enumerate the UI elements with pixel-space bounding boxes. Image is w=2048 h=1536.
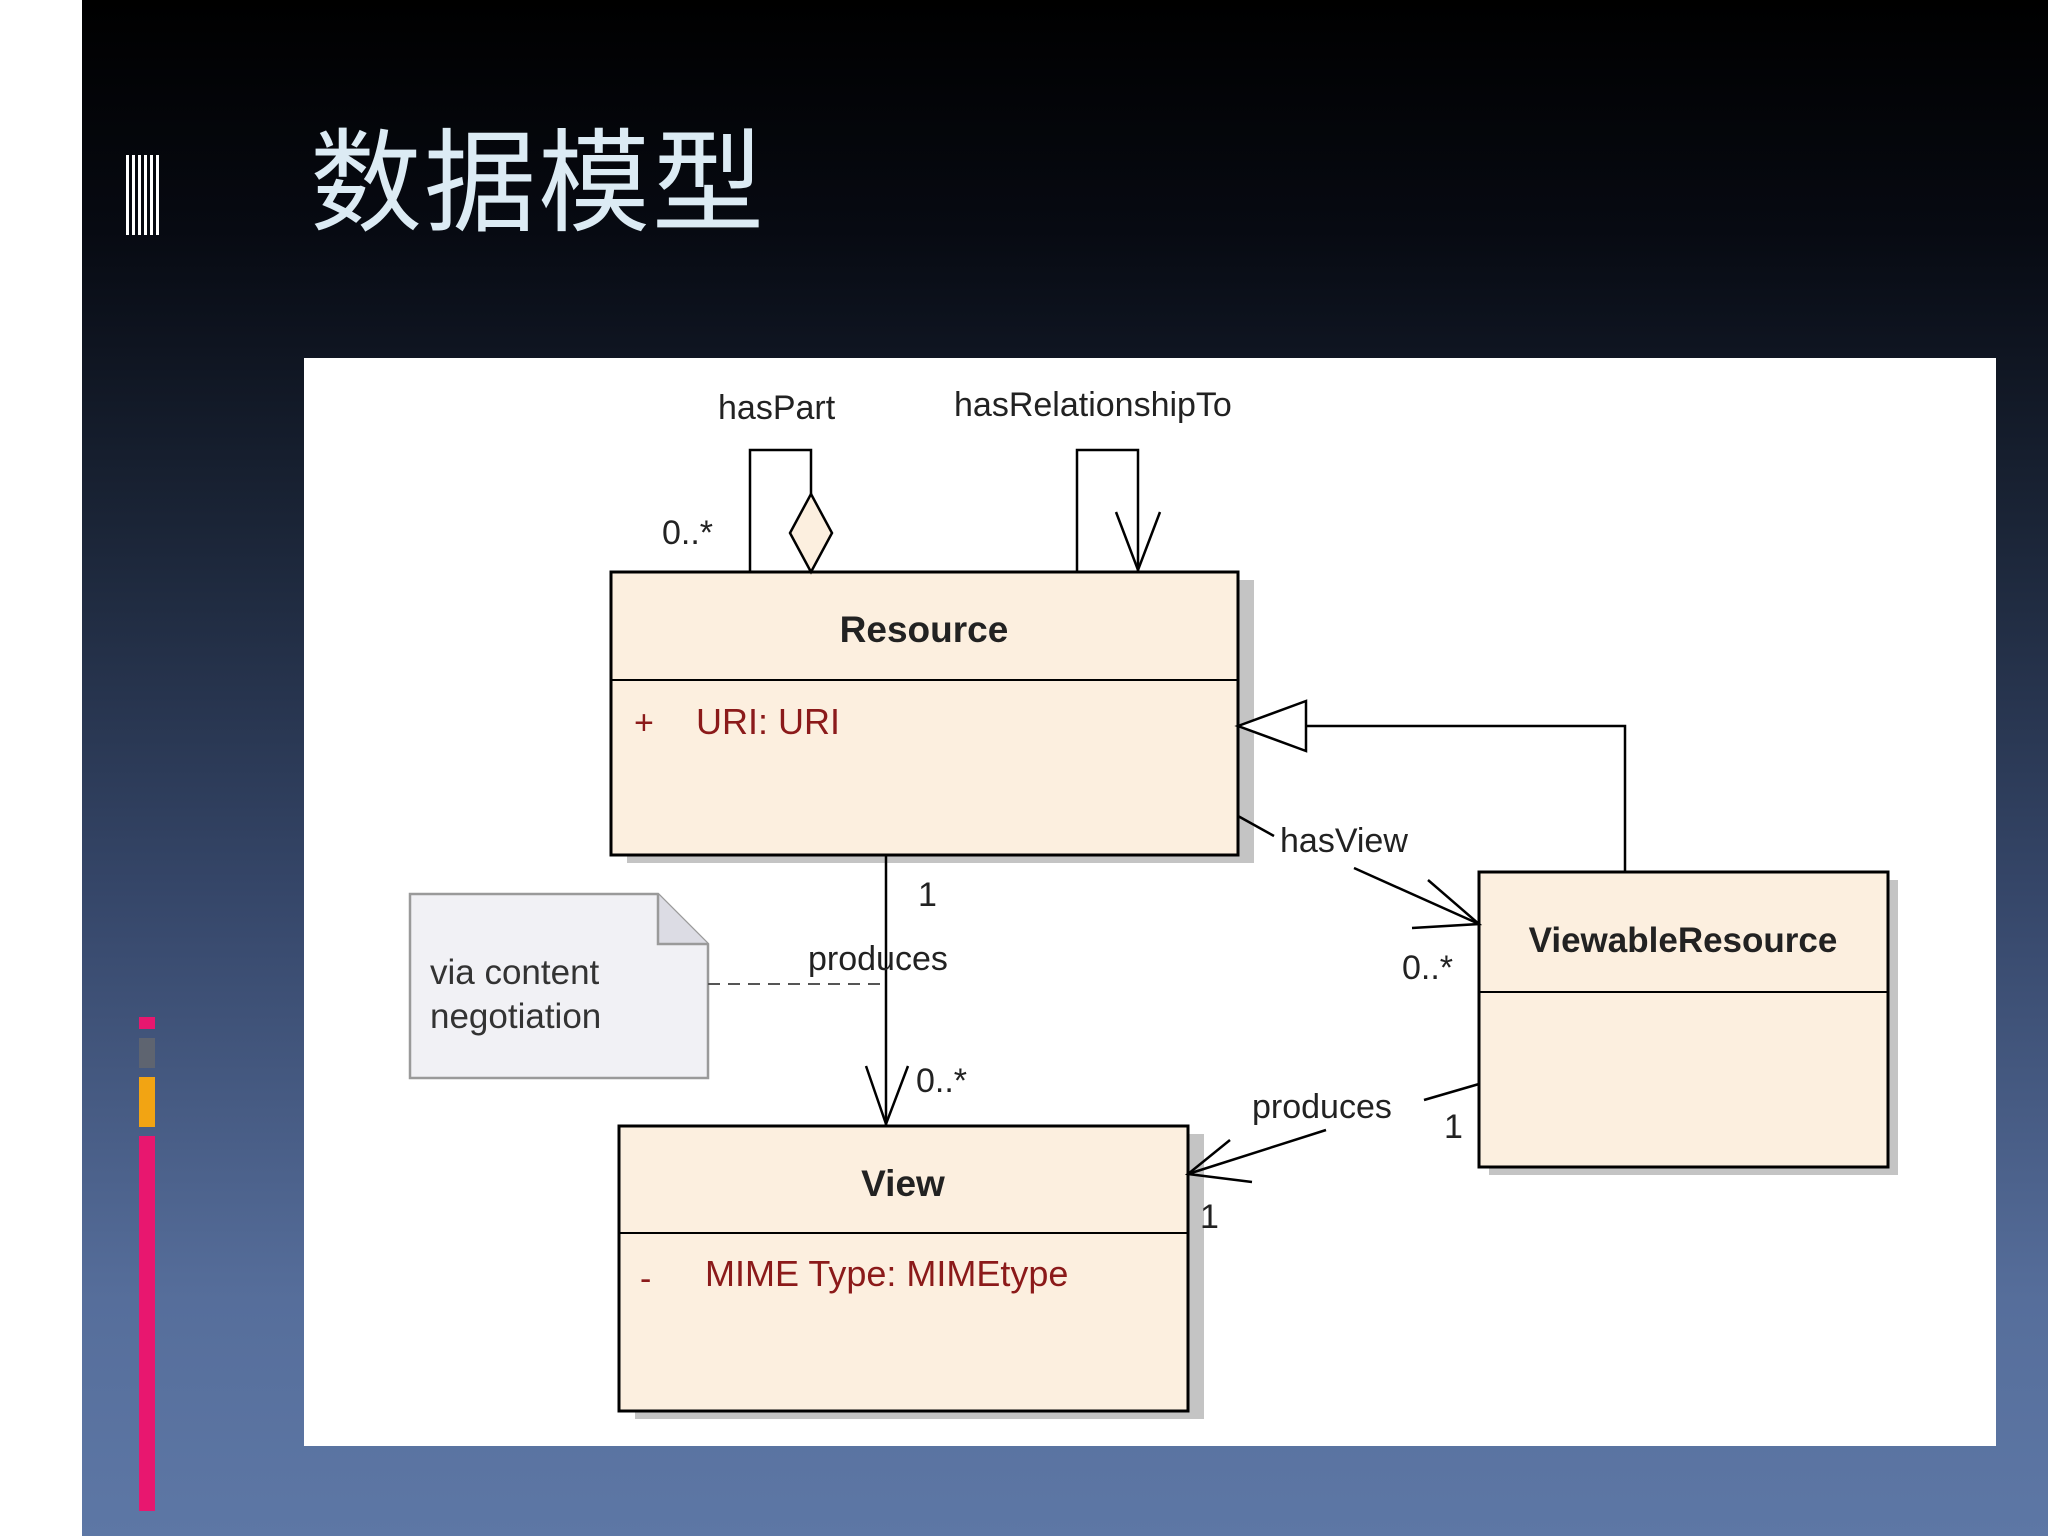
has-view-line-start [1237,814,1275,838]
has-view-multiplicity: 0..* [1402,949,1453,987]
has-view-line-end [1353,866,1480,926]
aggregation-diamond-icon [788,491,834,575]
note-line-2: negotiation [430,997,601,1036]
has-view-label: hasView [1280,822,1408,860]
note-line-1: via content [430,953,600,992]
has-relationship-to-label: hasRelationshipTo [954,386,1232,424]
open-arrowhead-icon [1114,511,1162,574]
generalization-triangle-icon [1234,699,1308,753]
uml-class-diagram: Resource + URI: URI ViewableResource Vie… [408,386,1898,1419]
has-part-multiplicity: 0..* [662,514,713,552]
viewable-produces-association: produces 1 1 [1184,1082,1480,1236]
open-arrowhead-icon [1184,1139,1253,1184]
open-arrowhead-icon [864,1065,910,1128]
note-folded-corner-icon [656,894,708,946]
viewable-produces-target-multiplicity: 1 [1200,1198,1219,1236]
resource-produces-association: 1 produces 0..* [808,855,967,1128]
resource-class: Resource + URI: URI [609,570,1240,857]
resource-produces-source-multiplicity: 1 [918,876,937,914]
decorative-stripes [126,155,163,235]
view-class-name: View [861,1163,945,1204]
slide: 数据模型 Resource + URI: URI ViewableResourc… [82,0,2048,1536]
resource-class-name: Resource [840,609,1009,650]
viewable-resource-class-box [1477,870,1890,1169]
viewable-resource-class-name: ViewableResource [1529,921,1838,960]
generalization-line [1306,724,1627,872]
viewable-produces-label: produces [1252,1088,1392,1126]
has-relationship-to-association: hasRelationshipTo [954,386,1232,574]
accent-bar-red-top [139,1017,155,1029]
has-view-association: hasView 0..* [1237,814,1483,987]
has-part-label: hasPart [718,389,836,427]
has-relationship-to-line [1075,448,1140,572]
view-attr-mime-type: MIME Type: MIMEtype [705,1253,1068,1294]
resource-produces-target-multiplicity: 0..* [916,1062,967,1100]
uml-note: via content negotiation [408,892,884,1080]
viewable-resource-class: ViewableResource [1477,870,1890,1169]
view-attr-visibility: - [640,1260,651,1298]
viewable-produces-line-start [1423,1082,1480,1102]
slide-title: 数据模型 [310,119,766,249]
uml-diagram-panel: Resource + URI: URI ViewableResource Vie… [304,358,1996,1446]
accent-bar-orange [139,1077,155,1127]
open-arrowhead-icon [1411,879,1483,930]
resource-produces-label: produces [808,940,948,978]
accent-bar-red-long [139,1136,155,1511]
accent-bar-gray [139,1038,155,1068]
resource-attr-uri: URI: URI [696,701,840,742]
has-part-association: hasPart 0..* [662,389,836,575]
has-part-line [748,448,813,572]
resource-attr-visibility: + [634,704,654,742]
viewable-produces-line-end [1187,1128,1327,1176]
note-box [408,892,710,1080]
resource-class-box [609,570,1240,857]
view-class: View - MIME Type: MIMEtype [617,1124,1190,1413]
generalization-association [1234,699,1627,872]
view-class-box [617,1124,1190,1413]
viewable-produces-source-multiplicity: 1 [1444,1108,1463,1146]
decorative-accent-bars [139,1017,155,1511]
